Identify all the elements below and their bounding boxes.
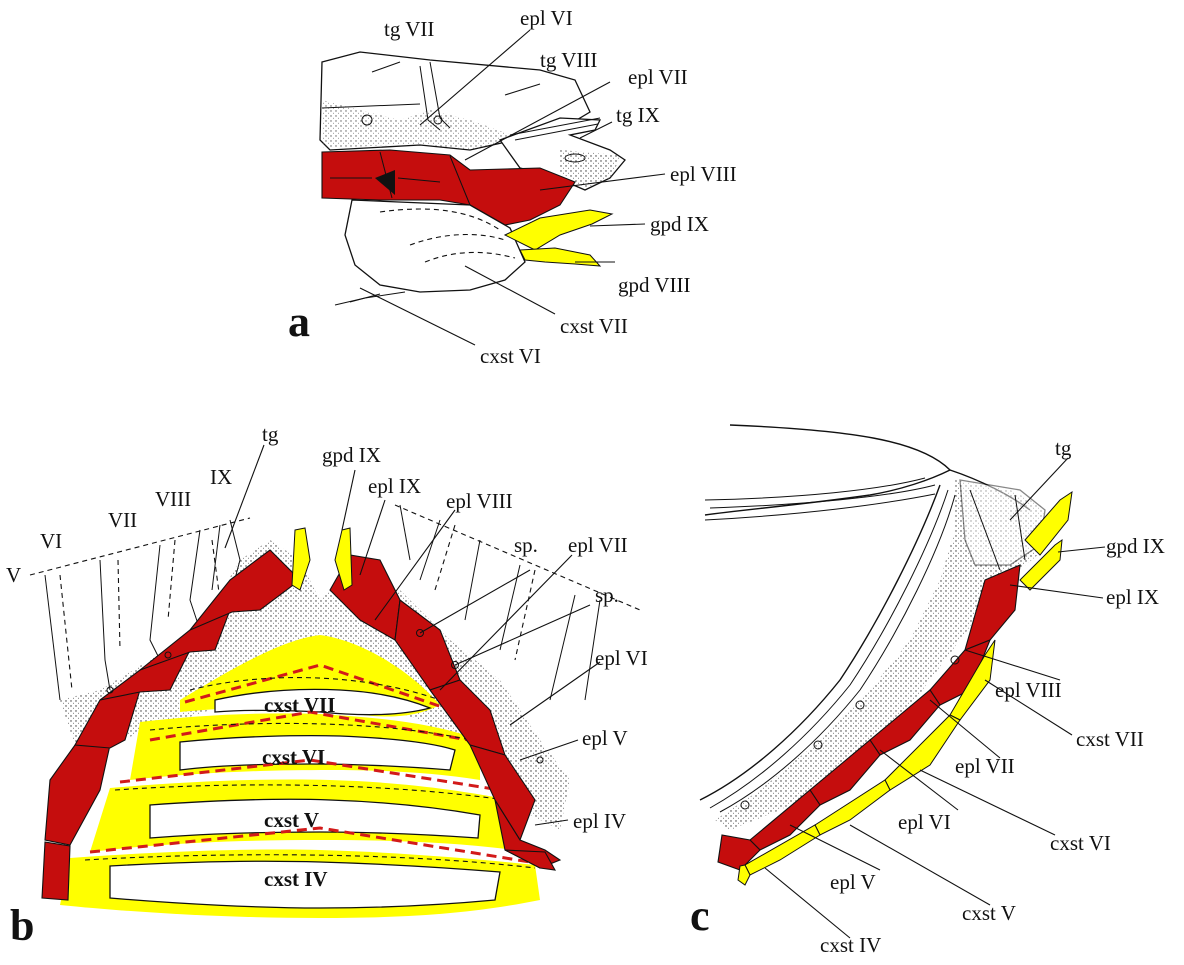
panel-b: tg IX VIII VII VI V gpd IX epl IX epl VI… [6, 422, 648, 950]
label-c-epl9: epl IX [1106, 585, 1159, 609]
label-c-epl5: epl V [830, 870, 876, 894]
label-a-epl7: epl VII [628, 65, 688, 89]
label-a-cxst7: cxst VII [560, 314, 628, 338]
label-c-epl8: epl VIII [995, 678, 1062, 702]
label-b-epl8: epl VIII [446, 489, 513, 513]
label-b-epl9: epl IX [368, 474, 421, 498]
label-b-epl4: epl IV [573, 809, 626, 833]
label-b-sp1: sp. [514, 533, 538, 557]
label-b-gpd9: gpd IX [322, 443, 381, 467]
label-c-epl7: epl VII [955, 754, 1015, 778]
panel-c: tg gpd IX epl IX epl VIII cxst VII epl V… [690, 425, 1165, 957]
label-c-cxst6: cxst VI [1050, 831, 1111, 855]
label-a-epl8: epl VIII [670, 162, 737, 186]
label-b-viii: VIII [155, 487, 191, 511]
label-a-gpd8: gpd VIII [618, 273, 691, 297]
label-a-tg7: tg VII [384, 17, 434, 41]
label-a-cxst6: cxst VI [480, 344, 541, 368]
label-b-ix: IX [210, 465, 232, 489]
label-b-epl7: epl VII [568, 533, 628, 557]
label-a-epl6: epl VI [520, 6, 573, 30]
label-b-vi: VI [40, 529, 62, 553]
gonapophysis-viii [520, 248, 600, 266]
panel-a: tg VII epl VI tg VIII epl VII tg IX epl … [288, 6, 737, 368]
label-b-vii: VII [108, 508, 137, 532]
label-c-epl6: epl VI [898, 810, 951, 834]
label-b-cxst7: cxst VII [264, 693, 335, 717]
panel-letter-c: c [690, 891, 710, 940]
label-c-gpd9: gpd IX [1106, 534, 1165, 558]
label-b-cxst5: cxst V [264, 808, 319, 832]
label-c-cxst5: cxst V [962, 901, 1016, 925]
label-b-cxst4: cxst IV [264, 867, 328, 891]
panel-letter-a: a [288, 297, 310, 346]
label-b-v: V [6, 563, 21, 587]
label-a-gpd9: gpd IX [650, 212, 709, 236]
label-c-tg: tg [1055, 436, 1072, 460]
label-b-cxst6: cxst VI [262, 745, 325, 769]
label-c-cxst7: cxst VII [1076, 727, 1144, 751]
panel-letter-b: b [10, 901, 34, 950]
label-b-epl5: epl V [582, 726, 628, 750]
label-b-sp2: sp. [595, 583, 619, 607]
label-c-cxst4: cxst IV [820, 933, 881, 957]
label-b-tg: tg [262, 422, 279, 446]
label-b-epl6: epl VI [595, 646, 648, 670]
label-a-tg9: tg IX [616, 103, 660, 127]
label-a-tg8: tg VIII [540, 48, 597, 72]
